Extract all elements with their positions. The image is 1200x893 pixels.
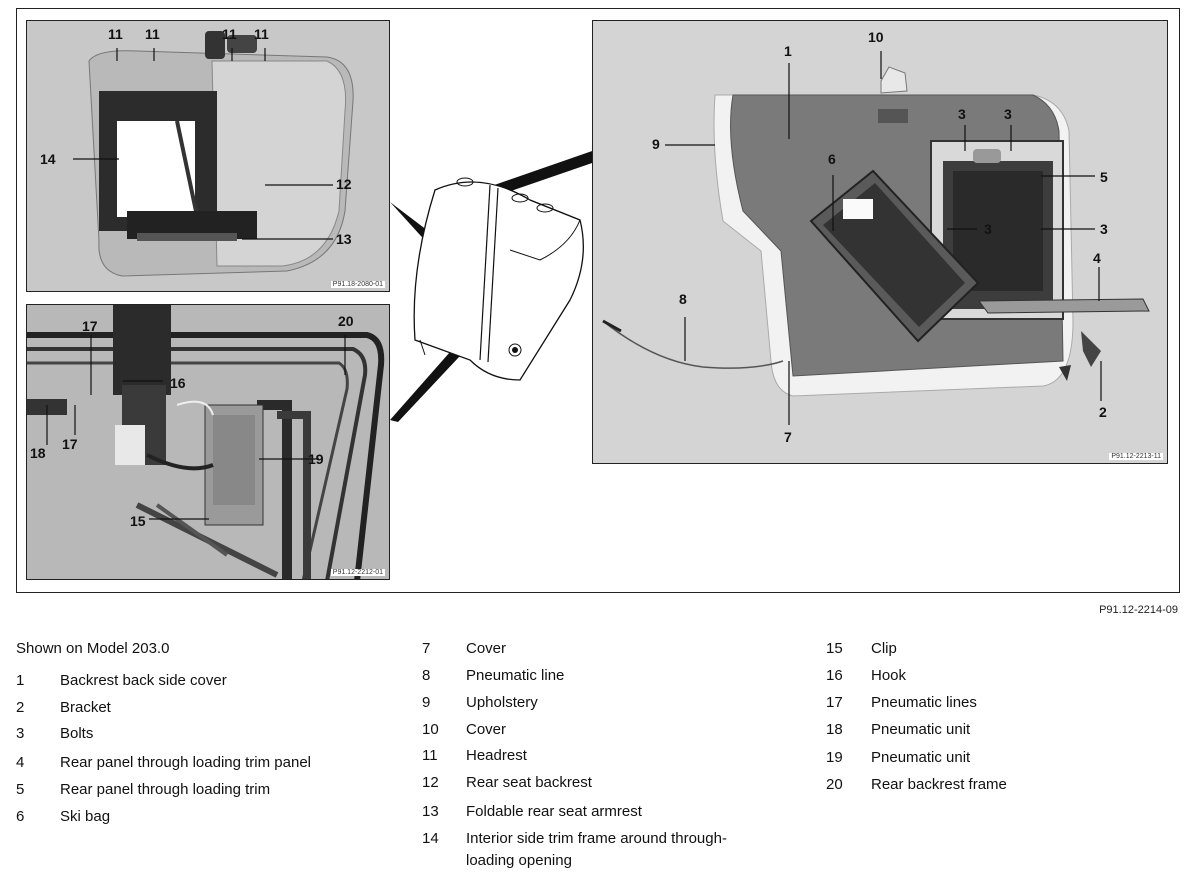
callout-11: 11 xyxy=(254,26,269,42)
callout-3: 3 xyxy=(958,106,966,122)
seat-sketch-with-pointers xyxy=(390,150,595,422)
callout-10: 10 xyxy=(868,29,884,45)
panel-backrest-cover: P91.12-2213-11 xyxy=(592,20,1168,464)
callout-16: 16 xyxy=(170,375,186,391)
panel-code-bottom-left: P91.12-2212-01 xyxy=(330,569,385,576)
panel-backrest-frame: P91.12-2212-01 xyxy=(26,304,390,580)
callout-6: 6 xyxy=(828,151,836,167)
panel-code-top-left: P91.18-2080-01 xyxy=(330,281,385,288)
callout-4: 4 xyxy=(1093,250,1101,266)
legend-title: Shown on Model 203.0 xyxy=(16,640,170,657)
callout-19: 19 xyxy=(308,451,324,467)
panel-seat-overview: P91.18-2080-01 xyxy=(26,20,390,292)
callout-20: 20 xyxy=(338,313,354,329)
callout-12: 12 xyxy=(336,176,352,192)
panel-code-right: P91.12-2213-11 xyxy=(1109,453,1163,460)
seat-overview-illustration xyxy=(27,21,389,291)
callout-15: 15 xyxy=(130,513,146,529)
callout-17: 17 xyxy=(82,318,98,334)
figure-reference-code: P91.12-2214-09 xyxy=(1099,604,1178,616)
callout-11: 11 xyxy=(145,26,160,42)
callout-3: 3 xyxy=(984,221,992,237)
callout-7: 7 xyxy=(784,429,792,445)
callout-13: 13 xyxy=(336,231,352,247)
callout-1: 1 xyxy=(784,43,792,59)
callout-3: 3 xyxy=(1100,221,1108,237)
backrest-cover-illustration xyxy=(593,21,1167,463)
callout-11: 11 xyxy=(222,26,237,42)
callout-2: 2 xyxy=(1099,404,1107,420)
callout-11: 11 xyxy=(108,26,123,42)
callout-18: 18 xyxy=(30,445,46,461)
callout-8: 8 xyxy=(679,291,687,307)
callout-5: 5 xyxy=(1100,169,1108,185)
callout-14: 14 xyxy=(40,151,56,167)
callout-9: 9 xyxy=(652,136,660,152)
callout-17: 17 xyxy=(62,436,78,452)
backrest-frame-illustration xyxy=(27,305,389,579)
figure-frame xyxy=(16,8,1180,593)
callout-3: 3 xyxy=(1004,106,1012,122)
